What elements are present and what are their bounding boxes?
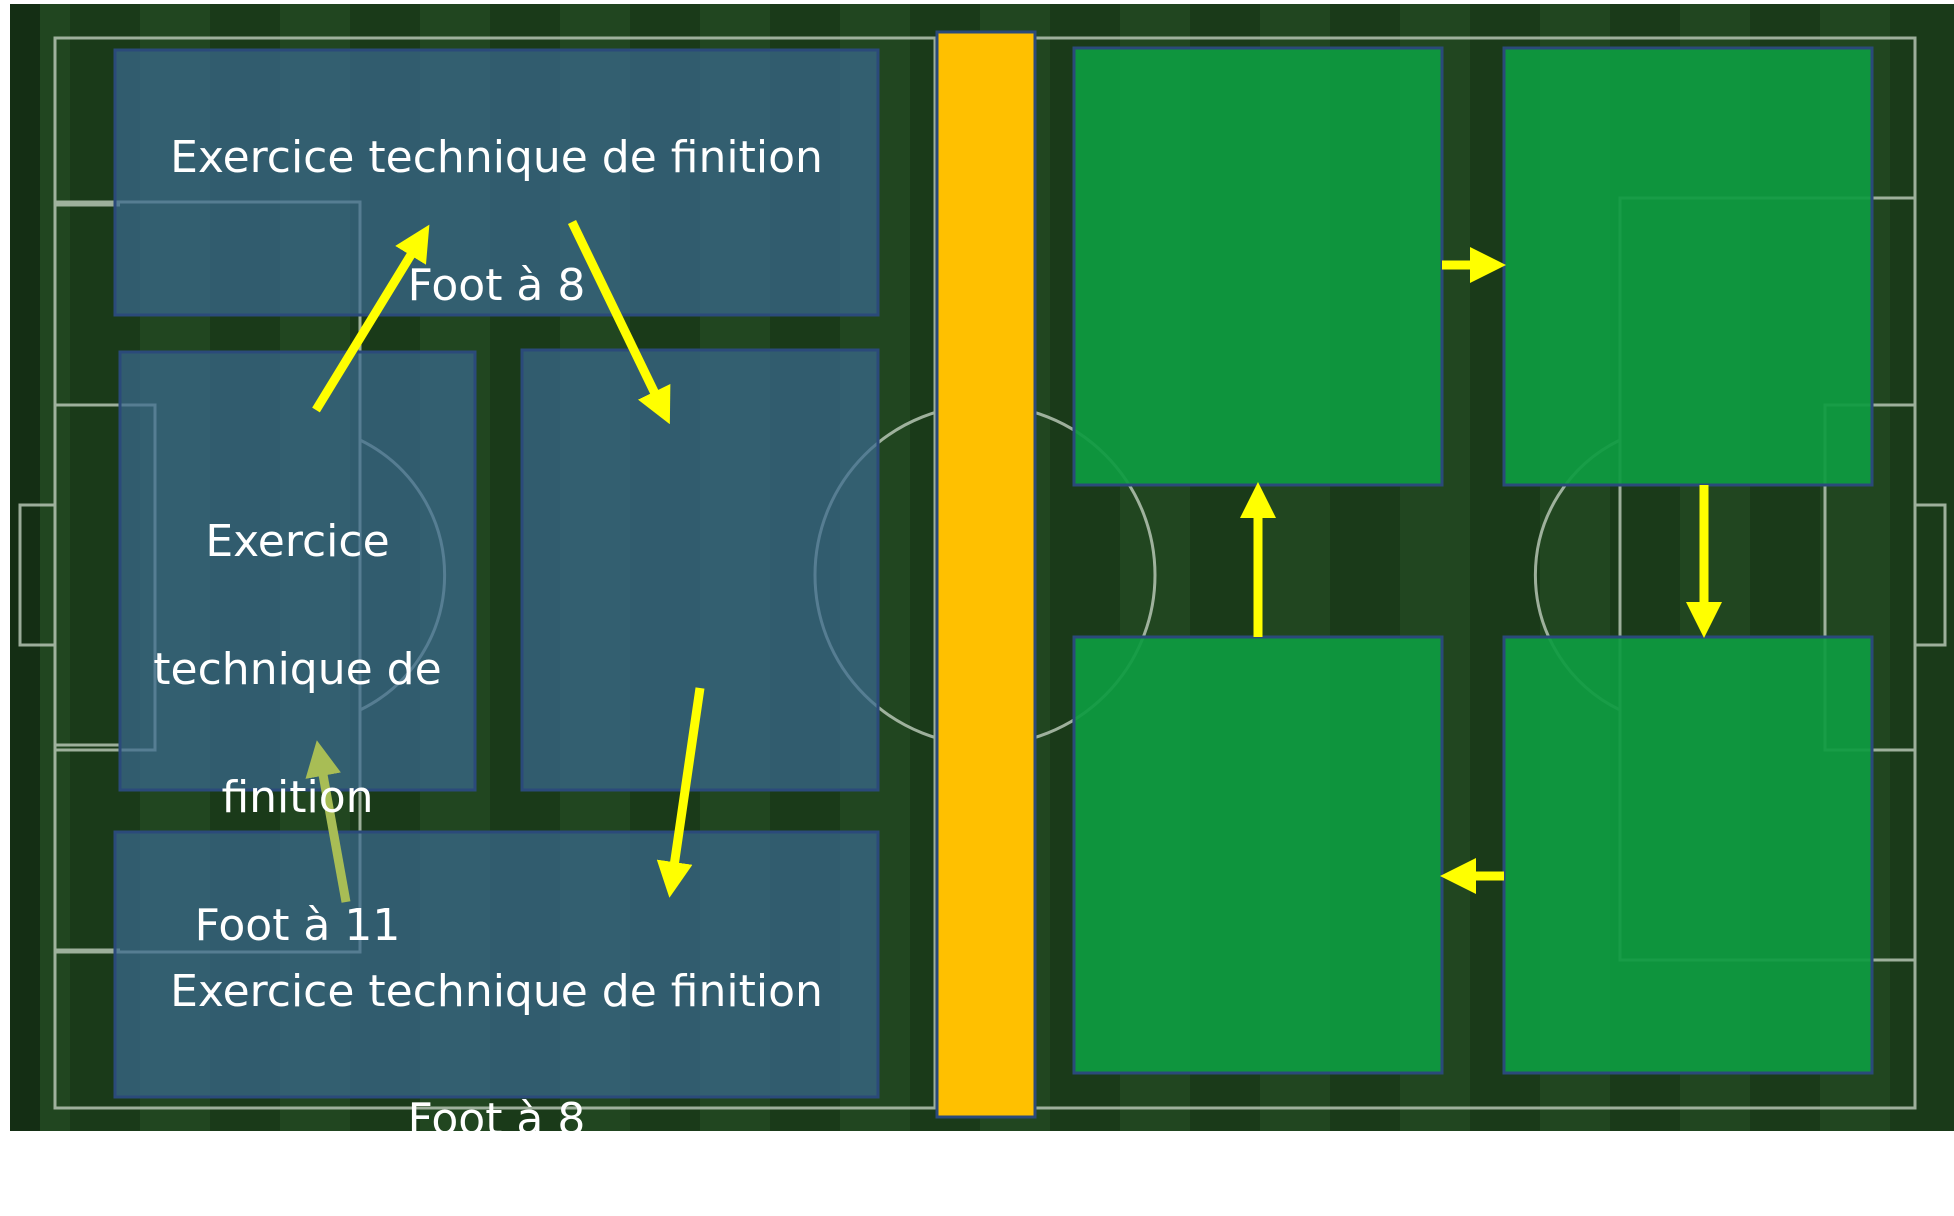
arrow-middle-right-to-bottom [656,687,705,898]
left-zones [113,48,880,1099]
training-field-diagram: Exercice technique de finition Foot à 8 … [10,4,1954,1131]
field-canvas [10,4,1954,1131]
arrow-bottom-to-middle-left [305,740,351,903]
zone-middle-left-foot-a-11 [118,350,477,792]
central-divider [935,30,1037,1119]
green-zone-bottom-right [1502,635,1874,1075]
zone-bottom-foot-a-8 [113,830,880,1099]
right-rotation-arrows [1240,247,1722,894]
pitch-shadow-left [10,4,40,1131]
left-rotation-arrows [305,220,705,903]
arrow-middle-left-to-top [312,224,430,413]
green-zone-top-left [1072,46,1444,487]
green-zone-top-right [1502,46,1874,487]
right-zones [1072,46,1874,1075]
zone-top-foot-a-8 [113,48,880,317]
arrow-top-to-middle-right [567,220,671,425]
right-goal [1913,503,1947,647]
green-zone-bottom-left [1072,635,1444,1075]
zone-middle-right [520,348,880,792]
left-goal [18,503,57,647]
